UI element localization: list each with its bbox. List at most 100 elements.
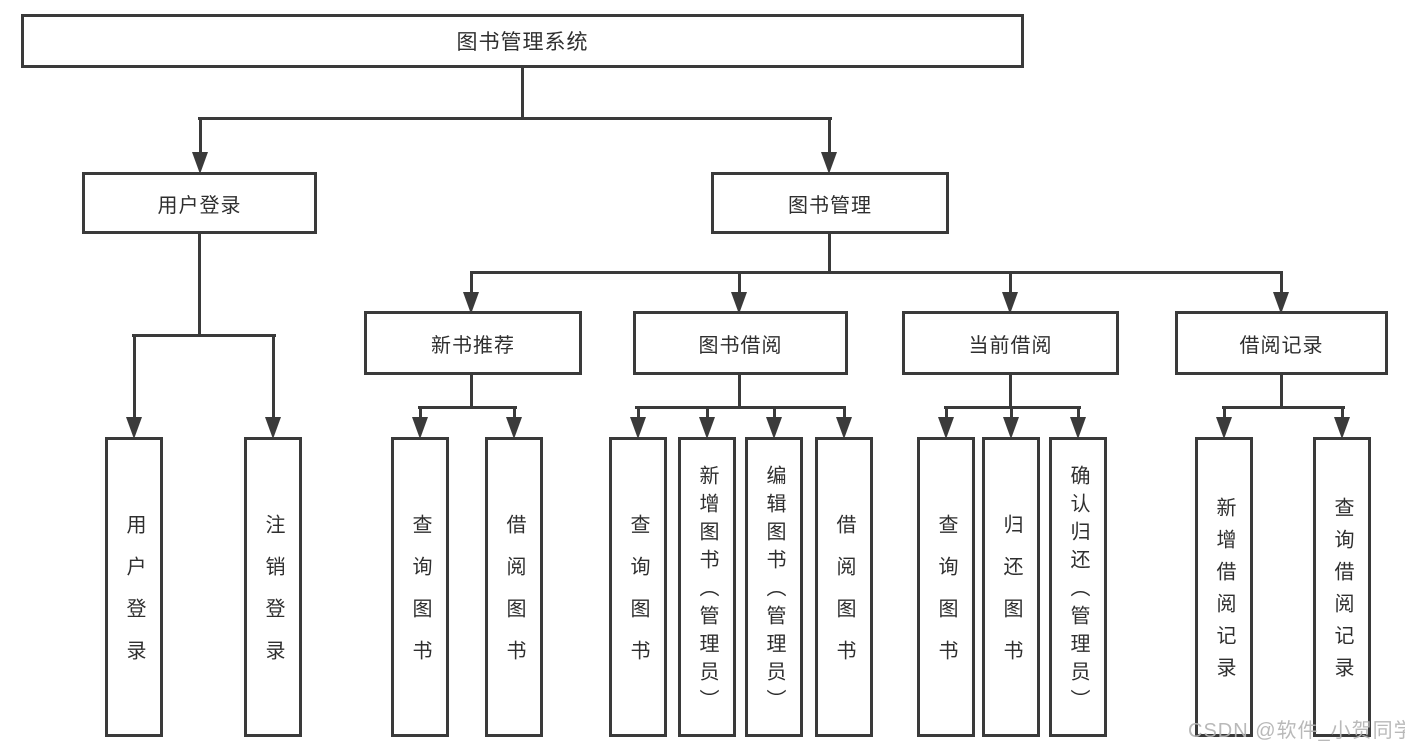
csdn-watermark: CSDN @软件_小贺同学 (1188, 720, 1405, 742)
connector-arrow (731, 271, 747, 314)
connector-split (635, 406, 846, 409)
connector-arrow (766, 406, 782, 439)
leaf-query-borrow-record: 查询借阅记录 (1313, 437, 1371, 737)
arrowhead-down-icon (1070, 417, 1086, 439)
connector-arrow (126, 334, 142, 439)
connector-arrow (1216, 406, 1232, 439)
connector-arrow (836, 406, 852, 439)
arrow-stem (1008, 271, 1012, 292)
arrowhead-down-icon (731, 292, 747, 314)
connector-arrow (1002, 271, 1018, 314)
node-current-borrowing: 当前借阅 (902, 311, 1119, 375)
connector-book-mgmt-drop (828, 233, 831, 274)
node-borrowing-records: 借阅记录 (1175, 311, 1388, 375)
connector-arrow (821, 117, 837, 174)
connector-arrow (1003, 406, 1019, 439)
leaf-label: 借阅图书 (503, 514, 525, 682)
leaf-confirm-return-admin: 确认归还（管理员） (1049, 437, 1107, 737)
leaf-add-borrow-record: 新增借阅记录 (1195, 437, 1253, 737)
arrow-stem (418, 406, 422, 417)
arrow-stem (271, 334, 275, 417)
arrowhead-down-icon (1216, 417, 1232, 439)
leaf-borrow-books: 借阅图书 (815, 437, 873, 737)
leaf-query-books-recommend: 查询图书 (391, 437, 449, 737)
node-new-book-recommendation: 新书推荐 (364, 311, 582, 375)
leaf-query-books-borrowing: 查询图书 (609, 437, 667, 737)
arrowhead-down-icon (766, 417, 782, 439)
arrowhead-down-icon (265, 417, 281, 439)
arrowhead-down-icon (699, 417, 715, 439)
connector-arrow (463, 271, 479, 314)
leaf-return-book: 归还图书 (982, 437, 1040, 737)
node-book-management: 图书管理 (711, 172, 949, 234)
arrow-stem (944, 406, 948, 417)
connector-split (944, 406, 1081, 409)
leaf-label: 查询借阅记录 (1331, 497, 1353, 689)
node-user-login: 用户登录 (82, 172, 317, 234)
leaf-label: 新增借阅记录 (1213, 497, 1235, 689)
leaf-label: 注销登录 (262, 514, 284, 682)
arrow-stem (636, 406, 640, 417)
leaf-borrow-books-recommend: 借阅图书 (485, 437, 543, 737)
connector-arrow (630, 406, 646, 439)
arrow-stem (705, 406, 709, 417)
arrowhead-down-icon (412, 417, 428, 439)
node-book-borrowing: 图书借阅 (633, 311, 848, 375)
connector-split (418, 406, 517, 409)
arrowhead-down-icon (1334, 417, 1350, 439)
arrow-stem (512, 406, 516, 417)
arrowhead-down-icon (836, 417, 852, 439)
leaf-label: 查询图书 (409, 514, 431, 682)
leaf-logout: 注销登录 (244, 437, 302, 737)
leaf-label: 用户登录 (123, 514, 145, 682)
arrow-stem (1076, 406, 1080, 417)
arrow-stem (827, 117, 831, 152)
connector-level3-split (470, 271, 1283, 274)
leaf-add-book-admin: 新增图书（管理员） (678, 437, 736, 737)
leaf-query-books-current: 查询图书 (917, 437, 975, 737)
connector-arrow (699, 406, 715, 439)
arrowhead-down-icon (463, 292, 479, 314)
connector-drop (1280, 374, 1283, 409)
connector-arrow (1334, 406, 1350, 439)
arrowhead-down-icon (1003, 417, 1019, 439)
arrowhead-down-icon (630, 417, 646, 439)
connector-root-drop (521, 67, 524, 119)
connector-level1-split (198, 117, 832, 120)
leaf-edit-book-admin: 编辑图书（管理员） (745, 437, 803, 737)
arrow-stem (1009, 406, 1013, 417)
node-library-management-system: 图书管理系统 (21, 14, 1024, 68)
connector-drop (1009, 374, 1012, 409)
connector-split (1222, 406, 1345, 409)
arrow-stem (842, 406, 846, 417)
arrow-stem (469, 271, 473, 292)
arrow-stem (1222, 406, 1226, 417)
connector-drop (470, 374, 473, 409)
leaf-label: 编辑图书（管理员） (763, 465, 785, 717)
arrowhead-down-icon (1002, 292, 1018, 314)
arrowhead-down-icon (126, 417, 142, 439)
arrow-stem (737, 271, 741, 292)
arrow-stem (1279, 271, 1283, 292)
arrow-stem (198, 117, 202, 152)
arrowhead-down-icon (506, 417, 522, 439)
connector-user-login-drop (198, 233, 201, 337)
connector-arrow (192, 117, 208, 174)
leaf-label: 查询图书 (935, 514, 957, 682)
arrowhead-down-icon (938, 417, 954, 439)
leaf-label: 确认归还（管理员） (1067, 465, 1089, 717)
arrowhead-down-icon (192, 152, 208, 174)
arrow-stem (772, 406, 776, 417)
connector-arrow (938, 406, 954, 439)
connector-arrow (412, 406, 428, 439)
leaf-label: 查询图书 (627, 514, 649, 682)
connector-arrow (506, 406, 522, 439)
connector-arrow (1070, 406, 1086, 439)
connector-drop (738, 374, 741, 409)
arrowhead-down-icon (1273, 292, 1289, 314)
leaf-label: 借阅图书 (833, 514, 855, 682)
connector-arrow (1273, 271, 1289, 314)
leaf-user-login: 用户登录 (105, 437, 163, 737)
arrow-stem (132, 334, 136, 417)
